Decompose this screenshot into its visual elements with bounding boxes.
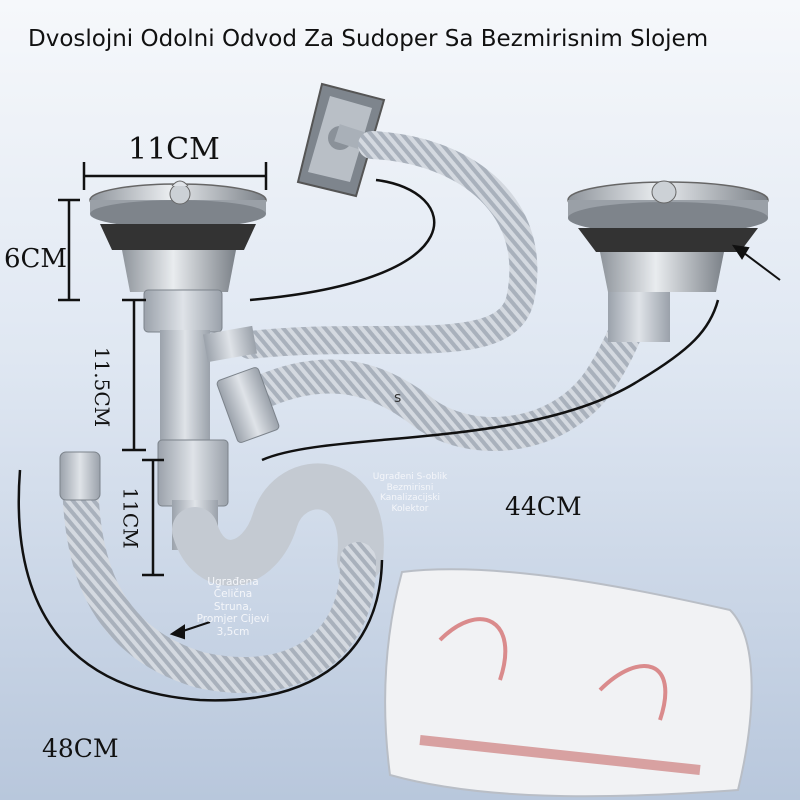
dimension-hose-right: 44CM <box>505 492 582 521</box>
dimension-lines <box>17 162 720 702</box>
s-mark: s <box>394 390 402 406</box>
s-trap <box>172 463 384 586</box>
right-strainer <box>567 180 769 342</box>
overflow-outlet <box>296 82 386 198</box>
left-strainer <box>89 180 267 292</box>
dimension-pipe-lower: 11CM <box>118 487 143 549</box>
packaging-bag <box>384 568 753 798</box>
connecting-hose <box>238 283 657 451</box>
s-trap-note: Ugrađeni S-oblik Bezmirisni Kanalizacijs… <box>372 472 448 514</box>
dimension-strainer-height: 6CM <box>4 244 68 274</box>
overflow-hose <box>236 131 538 359</box>
page-title: Dvoslojni Odolni Odvod Za Sudoper Sa Bez… <box>28 26 709 52</box>
dimension-hose-bottom: 48CM <box>42 734 119 763</box>
dimension-pipe-upper: 11.5CM <box>90 346 115 428</box>
steel-wire-note: Ugrađena Čelična Struna, Promjer Cijevi … <box>196 576 270 638</box>
pointer-arrows <box>169 244 781 640</box>
bottom-hose <box>62 452 377 694</box>
dimension-strainer-width: 11CM <box>128 132 220 167</box>
hose-end-fitting <box>59 451 101 501</box>
